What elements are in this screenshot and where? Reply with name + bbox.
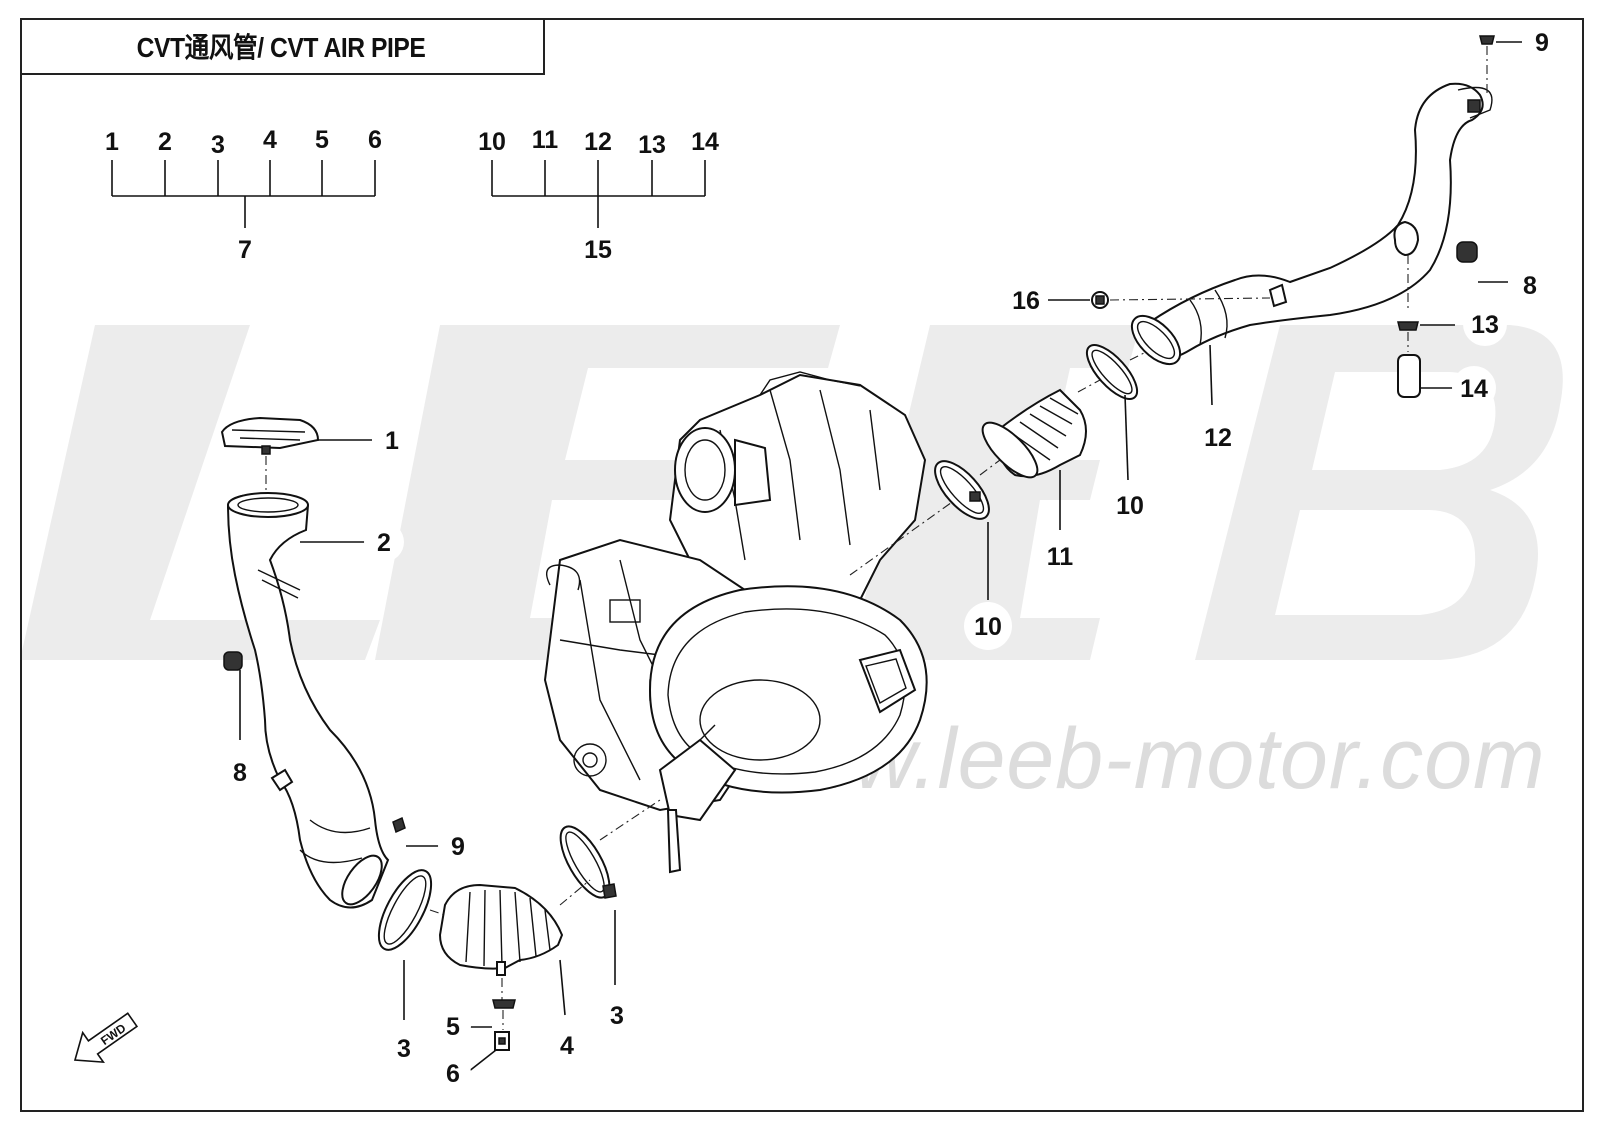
group-label: 12: [584, 128, 612, 156]
callout-label: 14: [1460, 375, 1488, 403]
group-total-label: 7: [238, 236, 252, 264]
callout-label: 11: [1047, 543, 1074, 571]
callout-label: 9: [451, 833, 465, 861]
callout-label: 2: [377, 529, 391, 557]
engine-assembly: [543, 371, 928, 874]
callout-label: 12: [1204, 424, 1232, 452]
group-label: 1: [105, 128, 119, 156]
rubber-boot: [438, 883, 564, 976]
group-label: 10: [478, 128, 506, 156]
upper-air-pipe-12: [1130, 82, 1493, 366]
group-bracket-15: 10 11 12 13 14 15: [478, 126, 719, 264]
callout-label: 1: [385, 427, 399, 455]
intake-cap: [220, 416, 320, 455]
grommet-8-left: [223, 651, 243, 671]
group-label: 4: [263, 126, 277, 154]
diagram-frame: [20, 18, 1584, 1112]
callout-label: 13: [1471, 311, 1499, 339]
group-label: 6: [368, 126, 382, 154]
grommet-8-right: [1456, 241, 1478, 263]
nut-6: [494, 1031, 510, 1051]
leader-lines: [239, 41, 1522, 1073]
callout-label: 16: [1012, 287, 1040, 315]
screw-16: [1091, 291, 1109, 309]
callout-label: 4: [560, 1032, 574, 1060]
clamp-10-lower: [934, 460, 990, 520]
page-title: CVT通风管/ CVT AIR PIPE: [137, 31, 426, 63]
callout-label: 6: [446, 1060, 460, 1088]
callout-label: 9: [1535, 29, 1549, 57]
fwd-arrow-icon: FWD: [73, 1012, 139, 1064]
callout-label: 3: [610, 1002, 624, 1030]
group-label: 14: [691, 128, 719, 156]
left-air-pipe: [226, 492, 390, 909]
callout-label: 5: [446, 1013, 460, 1041]
callout-label: 8: [233, 759, 247, 787]
clip-13: [1397, 321, 1419, 331]
group-bracket-7: 1 2 3 4 5 6 7: [105, 126, 382, 264]
screw-9-right: [1479, 35, 1495, 45]
screw-5: [492, 999, 516, 1009]
throttle-body: [674, 427, 772, 513]
group-label: 5: [315, 126, 329, 154]
callout-label: 10: [974, 613, 1002, 641]
cvt-cover: [648, 585, 928, 874]
clamp-3-right: [559, 825, 617, 899]
callout-label: 3: [397, 1035, 411, 1063]
intake-boot-11: [981, 388, 1087, 479]
callout-label: 10: [1116, 492, 1144, 520]
clamp-10-upper: [1085, 344, 1139, 400]
title-box: CVT通风管/ CVT AIR PIPE: [20, 18, 545, 75]
group-label: 13: [638, 131, 666, 159]
sleeve-14: [1397, 354, 1421, 398]
clamp-3-left: [377, 869, 433, 951]
group-label: 11: [532, 126, 559, 154]
group-label: 3: [211, 131, 225, 159]
callout-bubbles: 1 2 8 9 3 4 5 6 3 10 11 10 12 16 9 8 13: [220, 24, 1560, 1091]
group-label: 2: [158, 128, 172, 156]
callout-label: 8: [1523, 272, 1537, 300]
screw-9-left: [392, 816, 406, 834]
group-total-label: 15: [584, 236, 612, 264]
